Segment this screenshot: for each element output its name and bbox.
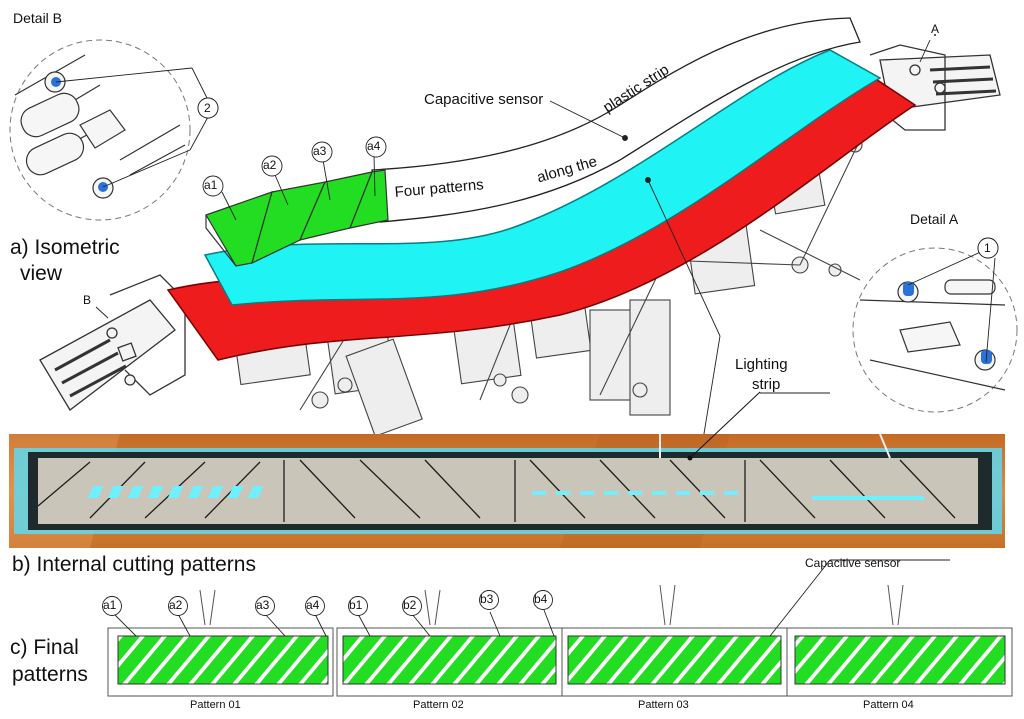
sensor-pin-a1 [903,282,914,296]
capacitive-sensor-plate [371,17,861,223]
lighting-strip-label-2: strip [752,376,781,393]
detail-a-view [852,237,1018,413]
bottom-label-b4: b4 [534,592,548,606]
callout-1: 1 [984,241,991,255]
top-label-a2: a2 [263,158,277,172]
capacitive-sensor-label-top: Capacitive sensor [424,91,544,108]
detail-b-title: Detail B [13,10,63,26]
pattern-01-label: Pattern 01 [190,699,241,711]
detail-a-title: Detail A [910,211,959,227]
bottom-label-a1: a1 [103,598,117,612]
final-patterns-title: c) Final [10,636,79,659]
top-label-a4: a4 [367,139,381,153]
internal-cutting-photo [9,391,1005,548]
end-plate-b [39,274,186,411]
bottom-label-a2: a2 [169,598,183,612]
final-patterns-title-2: patterns [12,663,88,686]
bottom-label-a3: a3 [256,598,270,612]
bottom-label-a4: a4 [306,598,320,612]
detail-b-view [9,39,219,221]
top-label-a1: a1 [204,178,218,192]
bottom-label-b2: b2 [403,598,417,612]
pattern-04-label: Pattern 04 [863,699,914,711]
marker-b: B [83,293,92,307]
pattern-03-label: Pattern 03 [638,699,689,711]
final-patterns [102,97,1013,697]
marker-a: A [931,22,940,36]
sensor-segments [205,169,389,267]
pattern-02-label: Pattern 02 [413,699,464,711]
isometric-view-title: a) Isometric [10,236,120,259]
plastic-strip-cyan [203,49,882,306]
end-plate-a [869,44,1001,131]
internal-cutting-title: b) Internal cutting patterns [12,553,256,576]
isometric-view-title-2: view [20,262,63,285]
bottom-label-b1: b1 [349,598,363,612]
top-label-a3: a3 [313,144,327,158]
callout-2: 2 [204,101,211,115]
capacitive-sensor-label-bottom: Capacitive sensor [805,556,901,570]
bottom-label-b3: b3 [480,592,494,606]
lighting-strip-label: Lighting [735,356,788,373]
detail-a-marker [934,34,936,36]
